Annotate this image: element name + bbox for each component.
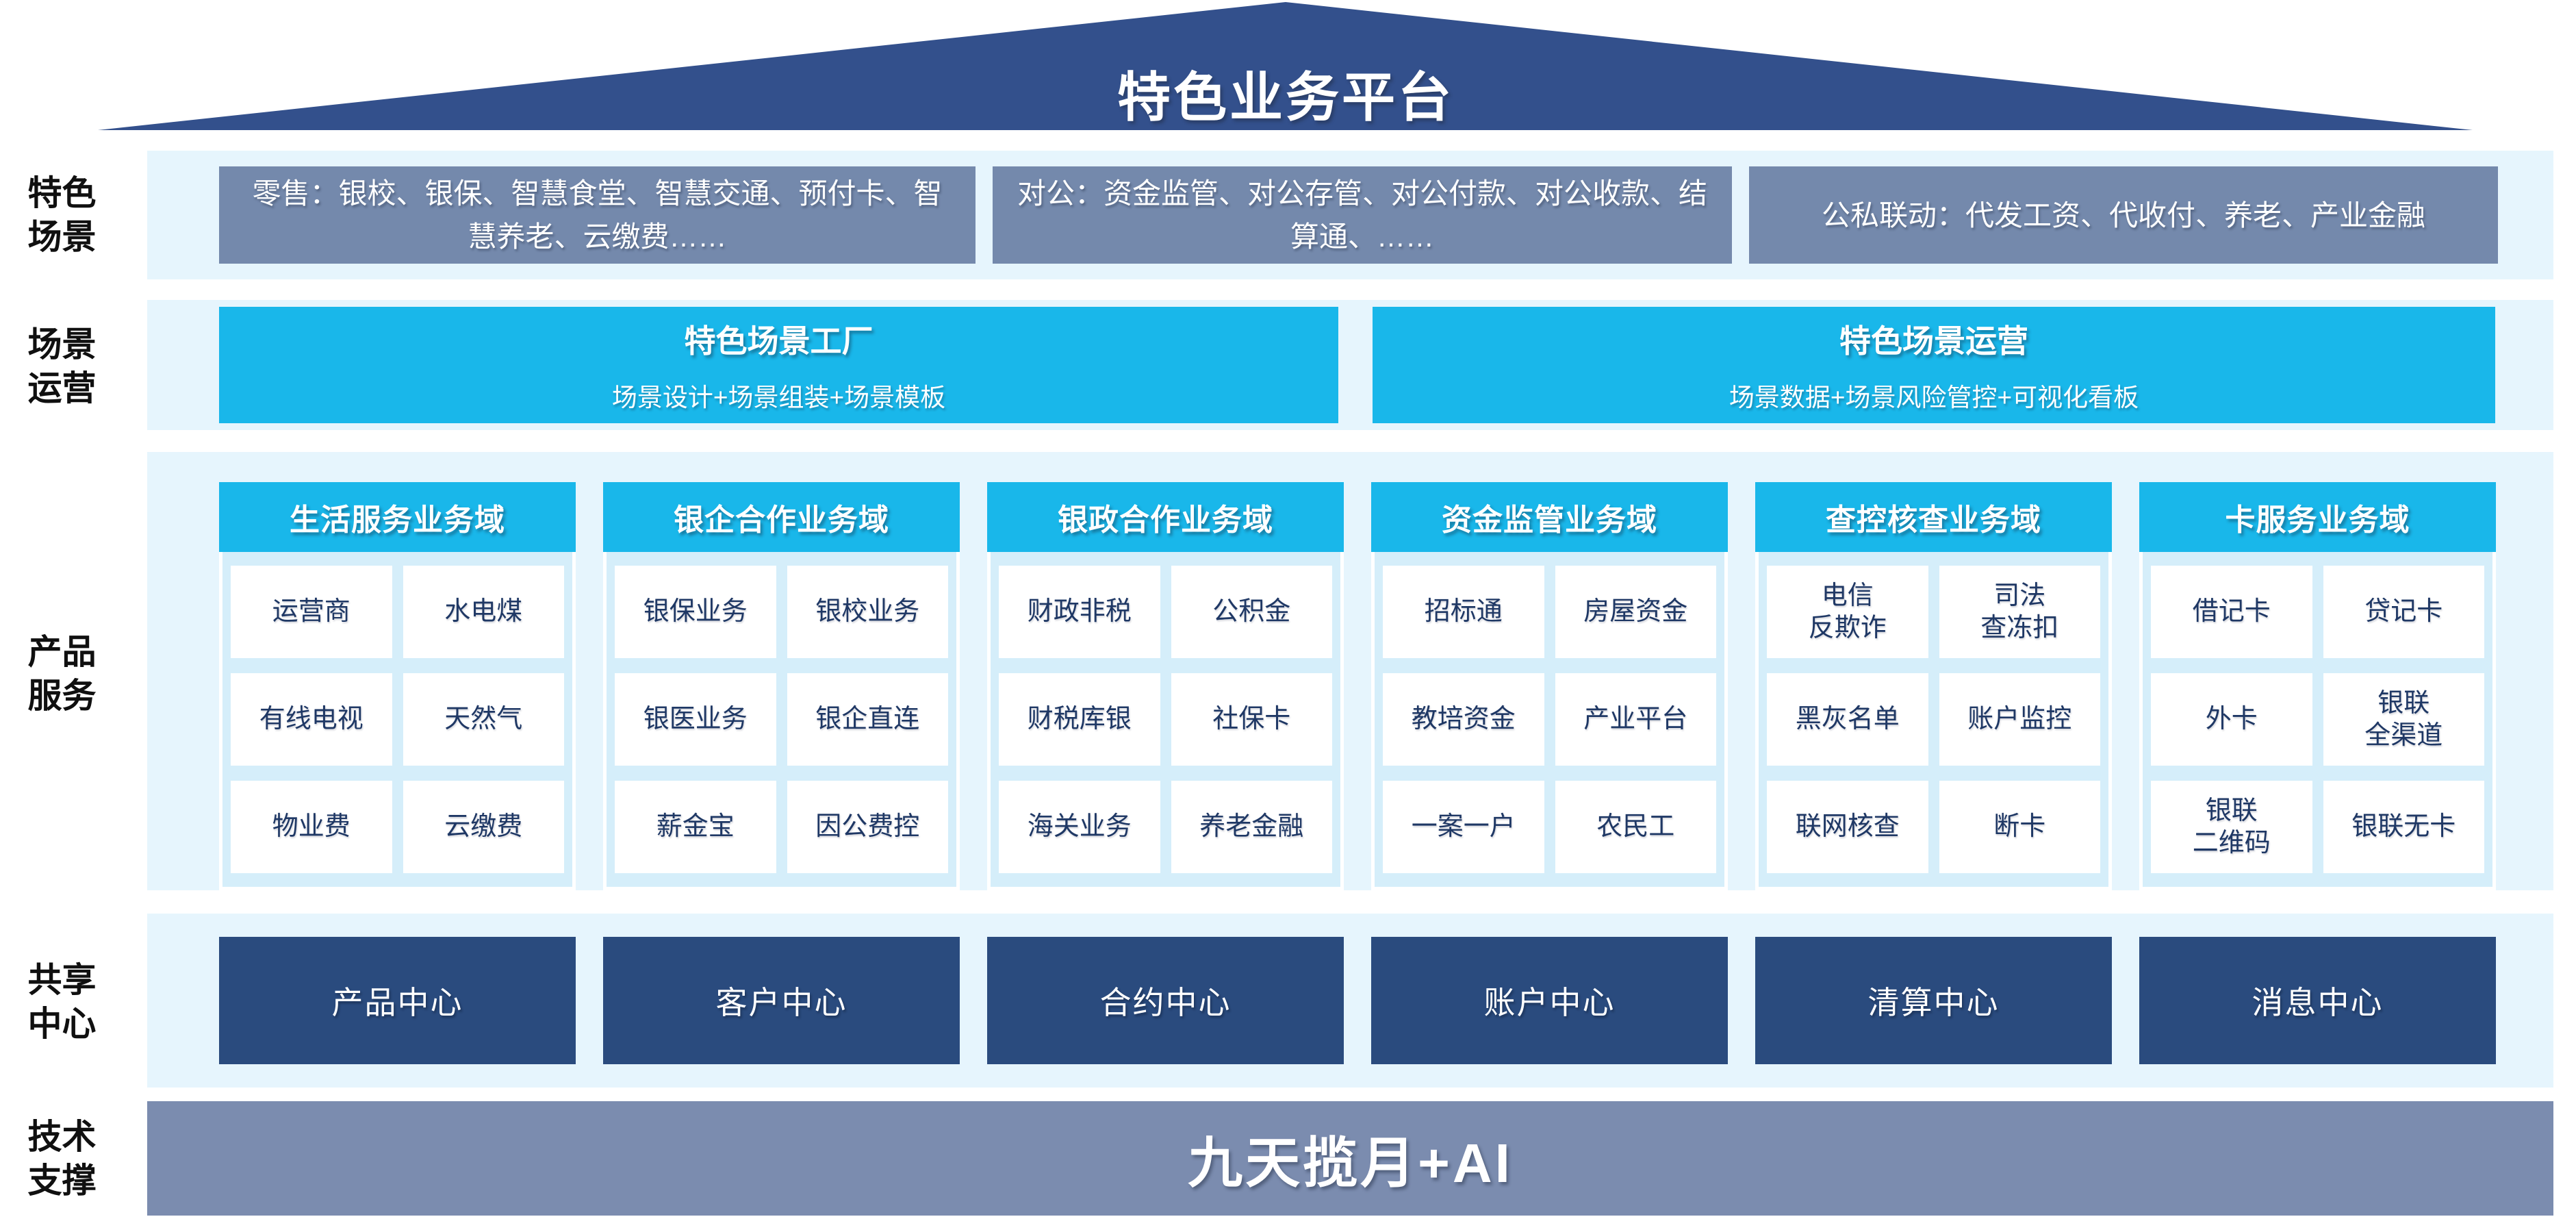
- product-cell: 有线电视: [231, 673, 392, 766]
- product-cell: 社保卡: [1171, 673, 1332, 766]
- side-label-tech: 技术 支撑: [27, 1118, 97, 1200]
- domain-column-bank-enterprise: 银企合作业务域 银保业务 银校业务 银医业务 银企直连 薪金宝 因公费控: [603, 482, 960, 890]
- scenario-band: 零售：银校、银保、智慧食堂、智慧交通、预付卡、智慧养老、云缴费…… 对公：资金监…: [147, 151, 2553, 279]
- domain-header: 查控核查业务域: [1755, 482, 2112, 552]
- domain-column-bank-government: 银政合作业务域 财政非税 公积金 财税库银 社保卡 海关业务 养老金融: [987, 482, 1344, 890]
- product-cell: 银保业务: [615, 566, 776, 658]
- product-cell: 银联无卡: [2323, 781, 2484, 873]
- product-cell: 海关业务: [999, 781, 1160, 873]
- center-box-account: 账户中心: [1371, 937, 1728, 1064]
- product-cell: 养老金融: [1171, 781, 1332, 873]
- tech-support-bar: 九天揽月+AI: [147, 1101, 2553, 1216]
- product-cell: 账户监控: [1939, 673, 2100, 766]
- domain-column-fund-supervision: 资金监管业务域 招标通 房屋资金 教培资金 产业平台 一案一户 农民工: [1371, 482, 1728, 890]
- scenario-operation-title: 特色场景运营: [1839, 323, 2028, 359]
- product-cell: 物业费: [231, 781, 392, 873]
- center-box-customer: 客户中心: [603, 937, 960, 1064]
- product-cell: 黑灰名单: [1767, 673, 1928, 766]
- product-cell: 运营商: [231, 566, 392, 658]
- center-box-contract: 合约中心: [987, 937, 1344, 1064]
- scenario-operation-subtitle: 场景数据+场景风险管控+可视化看板: [1729, 384, 2139, 412]
- shared-center-band: 产品中心 客户中心 合约中心 账户中心 清算中心 消息中心: [147, 914, 2553, 1088]
- scenario-operation-box: 特色场景运营 场景数据+场景风险管控+可视化看板: [1373, 307, 2495, 423]
- product-cell: 银校业务: [787, 566, 948, 658]
- scenario-box-retail: 零售：银校、银保、智慧食堂、智慧交通、预付卡、智慧养老、云缴费……: [219, 166, 975, 264]
- product-cell: 贷记卡: [2323, 566, 2484, 658]
- center-box-clearing: 清算中心: [1755, 937, 2112, 1064]
- product-cell: 房屋资金: [1555, 566, 1716, 658]
- product-cell: 银企直连: [787, 673, 948, 766]
- side-label-shared: 共享 中心: [27, 961, 97, 1043]
- scenario-box-corporate: 对公：资金监管、对公存管、对公付款、对公收款、结算通、……: [993, 166, 1732, 264]
- product-cell: 招标通: [1383, 566, 1544, 658]
- product-cell: 财税库银: [999, 673, 1160, 766]
- side-label-scenes: 特色 场景: [27, 174, 97, 256]
- product-cell: 银医业务: [615, 673, 776, 766]
- product-cell: 银联 二维码: [2151, 781, 2312, 873]
- product-cell: 公积金: [1171, 566, 1332, 658]
- domain-header: 银政合作业务域: [987, 482, 1344, 552]
- scenario-factory-box: 特色场景工厂 场景设计+场景组装+场景模板: [219, 307, 1338, 423]
- scenario-factory-title: 特色场景工厂: [684, 323, 873, 359]
- product-cell: 电信 反欺诈: [1767, 566, 1928, 658]
- scenario-box-linkage: 公私联动：代发工资、代收付、养老、产业金融: [1749, 166, 2498, 264]
- domain-column-card-services: 卡服务业务域 借记卡 贷记卡 外卡 银联 全渠道 银联 二维码 银联无卡: [2139, 482, 2496, 890]
- platform-title: 特色业务平台: [1117, 67, 1454, 127]
- domain-column-inspection-verification: 查控核查业务域 电信 反欺诈 司法 查冻扣 黑灰名单 账户监控 联网核查 断卡: [1755, 482, 2112, 890]
- product-cell: 因公费控: [787, 781, 948, 873]
- product-cell: 天然气: [403, 673, 564, 766]
- product-cell: 财政非税: [999, 566, 1160, 658]
- operation-band: 特色场景工厂 场景设计+场景组装+场景模板 特色场景运营 场景数据+场景风险管控…: [147, 300, 2553, 430]
- product-cell: 司法 查冻扣: [1939, 566, 2100, 658]
- product-cell: 一案一户: [1383, 781, 1544, 873]
- domain-column-life-services: 生活服务业务域 运营商 水电煤 有线电视 天然气 物业费 云缴费: [219, 482, 576, 890]
- roof-triangle: [98, 2, 2473, 130]
- product-cell: 断卡: [1939, 781, 2100, 873]
- side-label-operations: 场景 运营: [27, 325, 97, 407]
- center-box-message: 消息中心: [2139, 937, 2496, 1064]
- scenario-factory-subtitle: 场景设计+场景组装+场景模板: [611, 384, 946, 412]
- product-cell: 银联 全渠道: [2323, 673, 2484, 766]
- domain-header: 资金监管业务域: [1371, 482, 1728, 552]
- domain-header: 卡服务业务域: [2139, 482, 2496, 552]
- product-cell: 水电煤: [403, 566, 564, 658]
- domain-header: 生活服务业务域: [219, 482, 576, 552]
- side-label-products: 产品 服务: [27, 633, 97, 715]
- product-cell: 云缴费: [403, 781, 564, 873]
- product-cell: 联网核查: [1767, 781, 1928, 873]
- product-cell: 产业平台: [1555, 673, 1716, 766]
- product-cell: 教培资金: [1383, 673, 1544, 766]
- domain-header: 银企合作业务域: [603, 482, 960, 552]
- product-cell: 农民工: [1555, 781, 1716, 873]
- product-cell: 借记卡: [2151, 566, 2312, 658]
- product-cell: 薪金宝: [615, 781, 776, 873]
- product-cell: 外卡: [2151, 673, 2312, 766]
- center-box-product: 产品中心: [219, 937, 576, 1064]
- product-band: 生活服务业务域 运营商 水电煤 有线电视 天然气 物业费 云缴费 银企合作业务域: [147, 452, 2553, 890]
